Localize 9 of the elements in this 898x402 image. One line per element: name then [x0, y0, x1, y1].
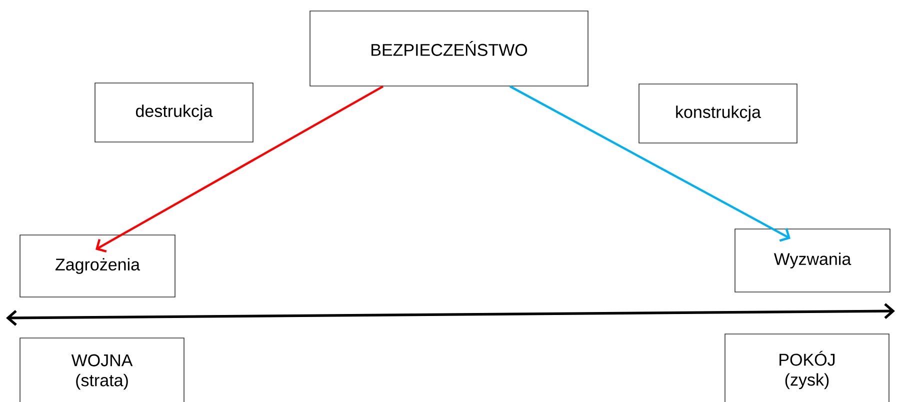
arrow: [509, 85, 790, 242]
label-box: konstrukcja: [638, 84, 798, 144]
outcome-box: WOJNA (strata): [20, 338, 184, 402]
concept-box: Wyzwania: [734, 228, 890, 292]
label-box: destrukcja: [94, 82, 254, 142]
concept-box: Zagrożenia: [20, 234, 176, 298]
concept-box: BEZPIECZEŃSTWO: [310, 10, 588, 86]
arrow: [96, 85, 384, 253]
outcome-box: POKÓJ (zysk): [724, 334, 890, 402]
